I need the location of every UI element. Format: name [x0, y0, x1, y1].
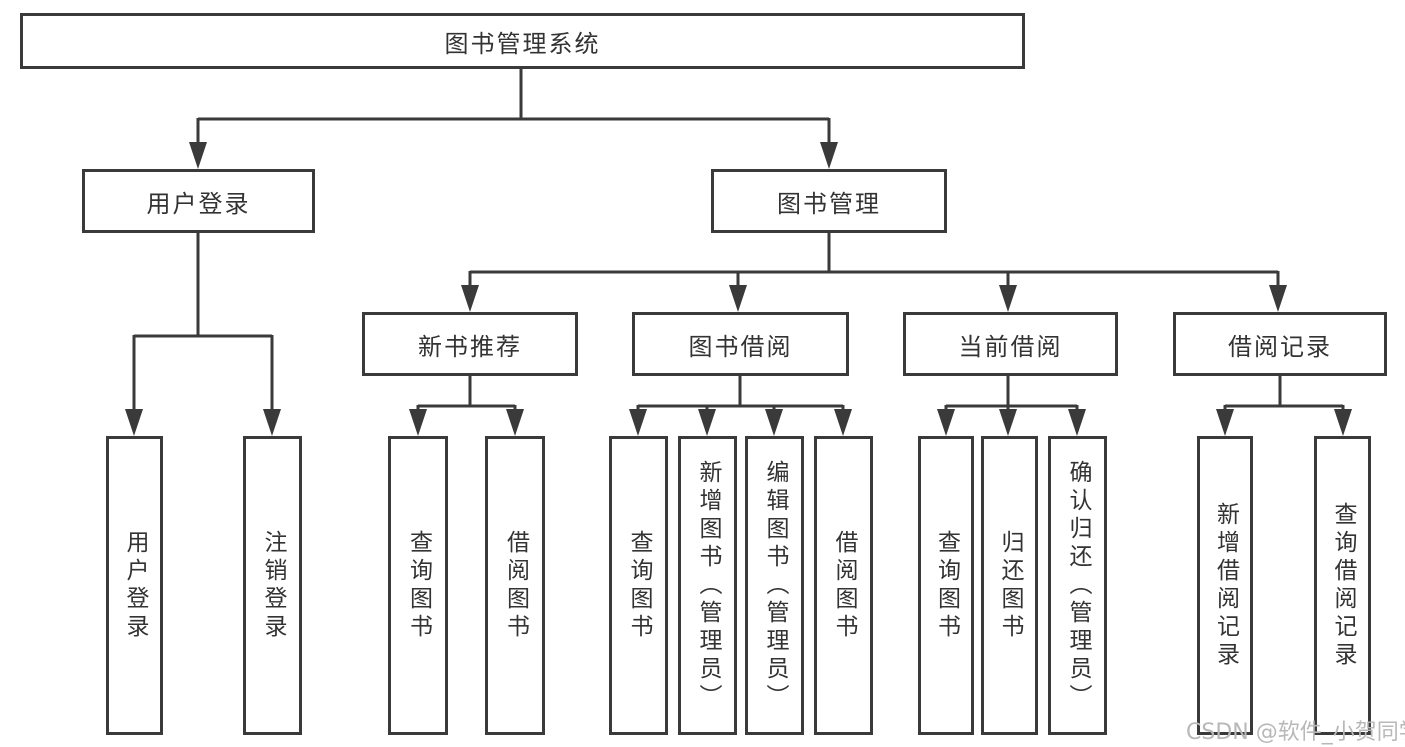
node-return-books: 归还图书 — [981, 436, 1038, 735]
node-add-borrow-record: 新增借阅记录 — [1197, 436, 1253, 735]
node-book-management: 图书管理 — [711, 169, 947, 233]
csdn-watermark: CSDN @软件_小贺同学 — [1186, 720, 1405, 745]
node-borrowing-records: 借阅记录 — [1173, 312, 1387, 376]
node-new-book-recommend: 新书推荐 — [362, 312, 578, 376]
node-user-login: 用户登录 — [82, 169, 315, 233]
connector-new-book-split — [416, 376, 517, 412]
connector-book-borrowing-split — [636, 376, 845, 412]
node-root: 图书管理系统 — [20, 13, 1025, 69]
connector-current-borrowing-split — [944, 376, 1079, 412]
connector-book-management-split — [468, 233, 1280, 288]
node-edit-books-admin: 编辑图书（管理员） — [745, 436, 804, 735]
node-borrow-books-recommend: 借阅图书 — [485, 436, 545, 735]
connector-borrowing-records-split — [1223, 376, 1345, 412]
node-user-login-leaf: 用户登录 — [106, 436, 163, 735]
arrowheads — [125, 142, 1352, 436]
node-book-borrowing: 图书借阅 — [632, 312, 849, 376]
node-current-borrowing: 当前借阅 — [903, 312, 1118, 376]
connector-user-login-split — [132, 233, 274, 412]
node-add-books-admin: 新增图书（管理员） — [678, 436, 737, 735]
node-query-borrow-record: 查询借阅记录 — [1314, 436, 1371, 735]
connector-root-split — [196, 69, 831, 146]
node-query-books-borrowing: 查询图书 — [609, 436, 668, 735]
node-borrow-books-leaf: 借阅图书 — [814, 436, 873, 735]
node-query-books-recommend: 查询图书 — [388, 436, 448, 735]
node-logout: 注销登录 — [243, 436, 302, 735]
node-query-books-current: 查询图书 — [918, 436, 974, 735]
node-confirm-return-admin: 确认归还（管理员） — [1048, 436, 1107, 735]
